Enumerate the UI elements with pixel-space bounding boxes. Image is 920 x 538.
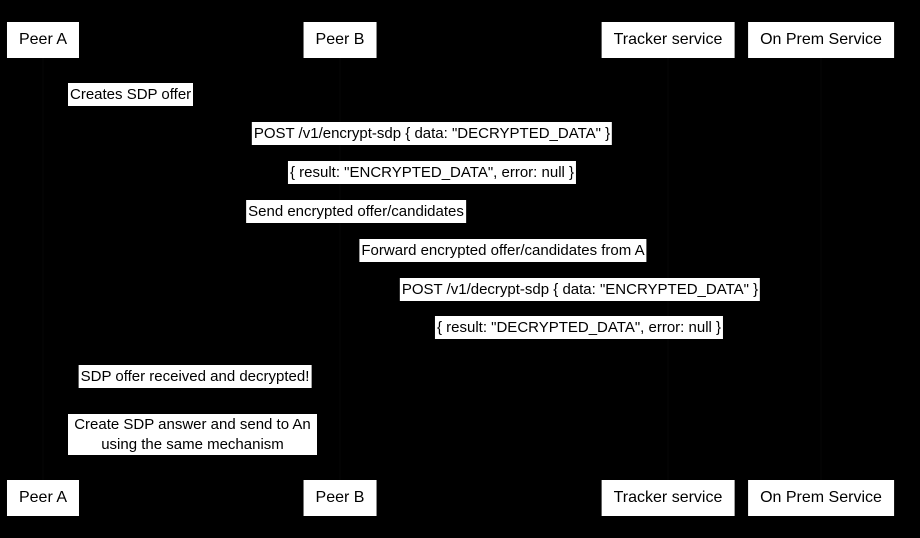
participant-peer-b-bottom: Peer B [303, 480, 377, 516]
message-sdp-offer-received: SDP offer received and decrypted! [78, 365, 312, 388]
note-create-sdp-answer: Create SDP answer and send to An using t… [68, 414, 317, 455]
message-post-encrypt-sdp: POST /v1/encrypt-sdp { data: "DECRYPTED_… [251, 122, 613, 145]
participant-peer-a-bottom: Peer A [6, 480, 80, 516]
participant-peer-a-top: Peer A [6, 22, 80, 58]
lifeline-peer-b [339, 58, 341, 480]
lifeline-peer-a [42, 58, 44, 480]
lifeline-on-prem-service [820, 58, 822, 480]
message-encrypt-result: { result: "ENCRYPTED_DATA", error: null … [287, 161, 577, 184]
participant-tracker-service-bottom: Tracker service [601, 480, 735, 516]
note-line-1: Create SDP answer and send to An [74, 416, 311, 433]
participant-on-prem-service-bottom: On Prem Service [748, 480, 894, 516]
message-forward-encrypted-offer: Forward encrypted offer/candidates from … [359, 239, 647, 262]
message-creates-sdp-offer: Creates SDP offer [68, 83, 194, 106]
participant-tracker-service-top: Tracker service [601, 22, 735, 58]
lifeline-tracker-service [667, 58, 669, 480]
note-line-2: using the same mechanism [101, 436, 284, 453]
participant-on-prem-service-top: On Prem Service [748, 22, 894, 58]
message-post-decrypt-sdp: POST /v1/decrypt-sdp { data: "ENCRYPTED_… [399, 278, 761, 301]
participant-peer-b-top: Peer B [303, 22, 377, 58]
message-decrypt-result: { result: "DECRYPTED_DATA", error: null … [434, 316, 724, 339]
message-send-encrypted-offer: Send encrypted offer/candidates [246, 200, 466, 223]
